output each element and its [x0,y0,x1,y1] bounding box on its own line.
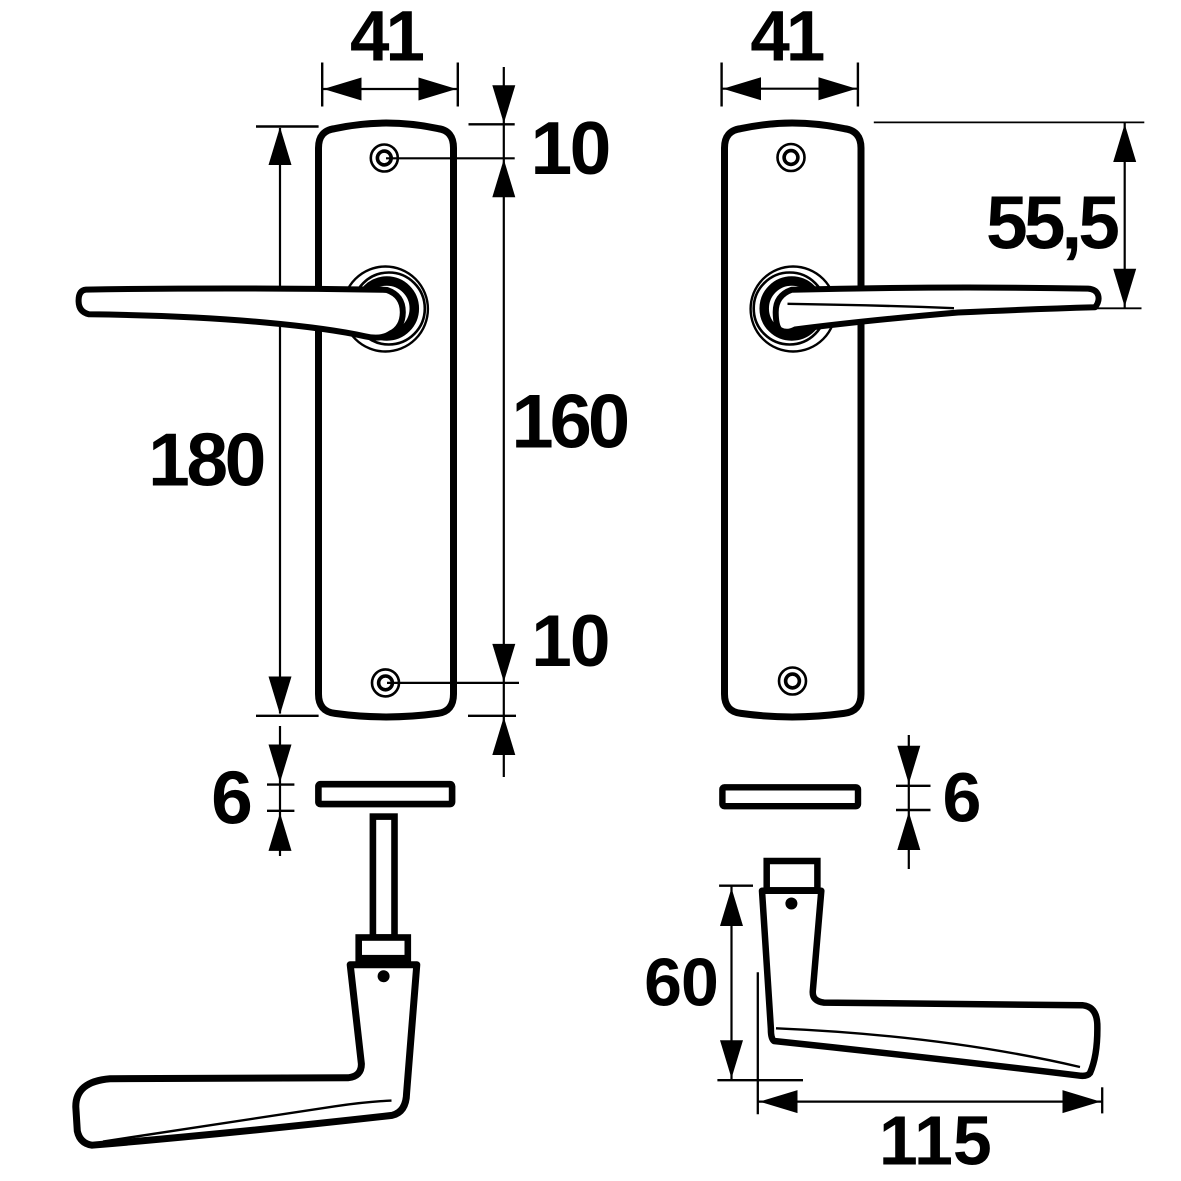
svg-text:60: 60 [644,945,718,1021]
svg-text:41: 41 [750,0,823,77]
svg-text:10: 10 [531,601,608,682]
svg-text:6: 6 [943,759,982,837]
svg-text:41: 41 [350,0,423,77]
svg-text:55,5: 55,5 [986,181,1118,265]
svg-text:160: 160 [511,379,628,464]
svg-text:10: 10 [530,106,608,190]
svg-text:6: 6 [211,755,253,839]
svg-text:180: 180 [148,418,263,502]
svg-text:115: 115 [879,1101,992,1179]
